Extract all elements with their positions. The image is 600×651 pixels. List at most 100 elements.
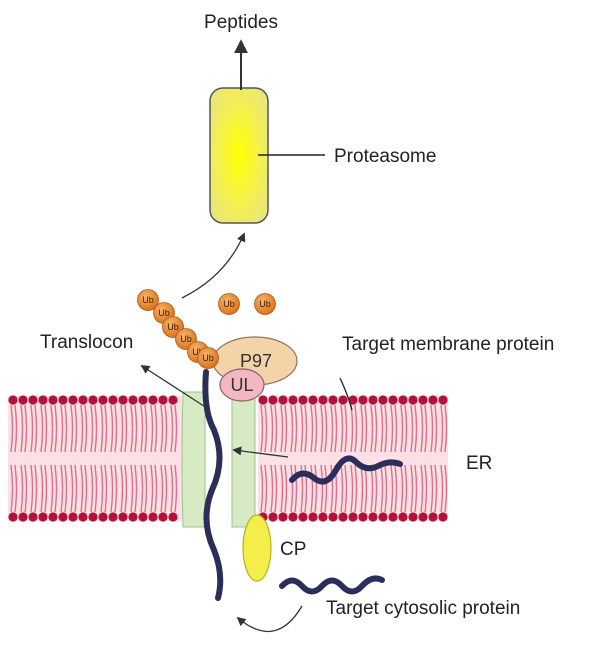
lipid-head	[138, 395, 148, 405]
lipid-tail	[404, 404, 408, 453]
lipid-tail	[20, 464, 24, 513]
lipid-tail	[360, 404, 364, 453]
lipid-head	[318, 512, 328, 522]
lipid-head	[8, 395, 18, 405]
lipid-tail	[280, 464, 284, 513]
lipid-tail	[74, 464, 78, 513]
lipid-head	[78, 395, 88, 405]
lipid-tail	[80, 464, 84, 513]
lipid-head	[418, 512, 428, 522]
lipid-tail	[34, 464, 38, 513]
lipid-tail	[424, 464, 428, 513]
translocon-channel	[181, 391, 256, 528]
ubiquitin-label: Ub	[180, 334, 192, 344]
lipid-tail	[330, 404, 334, 453]
lipid-tail	[134, 464, 138, 513]
lipid-tail	[34, 404, 38, 453]
lipid-tail	[140, 464, 144, 513]
lipid-head	[98, 512, 108, 522]
lipid-head	[298, 512, 308, 522]
lipid-head	[398, 512, 408, 522]
lipid-tail	[404, 464, 408, 513]
lipid-tail	[314, 464, 318, 513]
lipid-head	[388, 395, 398, 405]
lipid-tail	[110, 404, 114, 453]
lipid-tail	[94, 464, 98, 513]
proteasome-label: Proteasome	[334, 146, 436, 167]
lipid-head	[158, 395, 168, 405]
lipid-tail	[264, 404, 268, 453]
lipid-tail	[354, 464, 358, 513]
lipid-tail	[84, 404, 88, 453]
lipid-tail	[170, 404, 174, 453]
lipid-head	[438, 395, 448, 405]
lipid-head	[288, 512, 298, 522]
lipid-tail	[150, 404, 154, 453]
ubiquitin-label: Ub	[142, 295, 154, 305]
lipid-head	[258, 395, 268, 405]
lipid-head	[438, 512, 448, 522]
target-membrane-protein-chain	[289, 455, 403, 485]
lipid-tail	[354, 404, 358, 453]
lipid-tail	[350, 464, 354, 513]
lipid-tail	[294, 404, 298, 453]
lipid-tail	[384, 404, 388, 453]
lipid-head	[338, 512, 348, 522]
lipid-tail	[144, 464, 148, 513]
lipid-tail	[100, 404, 104, 453]
lipid-head	[388, 512, 398, 522]
lipid-tail	[114, 404, 118, 453]
lipid-tail	[260, 464, 264, 513]
lipid-tail	[304, 404, 308, 453]
lipid-tail	[160, 464, 164, 513]
lipid-tail	[264, 464, 268, 513]
lipid-tail	[154, 464, 158, 513]
lipid-head	[168, 395, 178, 405]
lipid-head	[268, 395, 278, 405]
lipid-tail	[130, 464, 134, 513]
lipid-head	[308, 395, 318, 405]
lipid-tail	[400, 464, 404, 513]
lipid-tail	[174, 404, 178, 453]
lipid-tail	[40, 464, 44, 513]
cytosolic-protein-entry-arrow	[236, 605, 303, 633]
lipid-tail	[340, 404, 344, 453]
lipid-tail	[370, 404, 374, 453]
lipid-tail	[10, 404, 14, 453]
lipid-tail	[340, 464, 344, 513]
lipid-tail	[334, 404, 338, 453]
lipid-head	[378, 512, 388, 522]
ubiquitin-label: Ub	[259, 299, 271, 309]
lipid-tail	[414, 404, 418, 453]
lipid-head	[368, 512, 378, 522]
lipid-tail	[140, 404, 144, 453]
ul-label: UL	[230, 375, 253, 395]
lipid-tail	[60, 404, 64, 453]
lipid-tail	[274, 404, 278, 453]
lipid-head	[318, 395, 328, 405]
lipid-tail	[274, 464, 278, 513]
lipid-head	[328, 512, 338, 522]
lipid-tail	[324, 404, 328, 453]
lipid-head	[358, 395, 368, 405]
lipid-tail	[320, 404, 324, 453]
lipid-tail	[90, 404, 94, 453]
lipid-head	[108, 395, 118, 405]
lipid-tail	[124, 404, 128, 453]
lipid-tail	[54, 464, 58, 513]
ubiquitin-label: Ub	[158, 308, 170, 318]
er-label: ER	[466, 453, 492, 474]
lipid-tail	[164, 464, 168, 513]
lipid-head	[298, 395, 308, 405]
lipid-tail	[144, 404, 148, 453]
lipid-head	[148, 395, 158, 405]
lipid-head	[58, 512, 68, 522]
lipid-tail	[20, 404, 24, 453]
lipid-tail	[394, 404, 398, 453]
lipid-tail	[60, 464, 64, 513]
lipid-tail	[300, 404, 304, 453]
translocon-left-wall	[181, 391, 206, 528]
lipid-head	[128, 512, 138, 522]
lipid-tail	[414, 464, 418, 513]
